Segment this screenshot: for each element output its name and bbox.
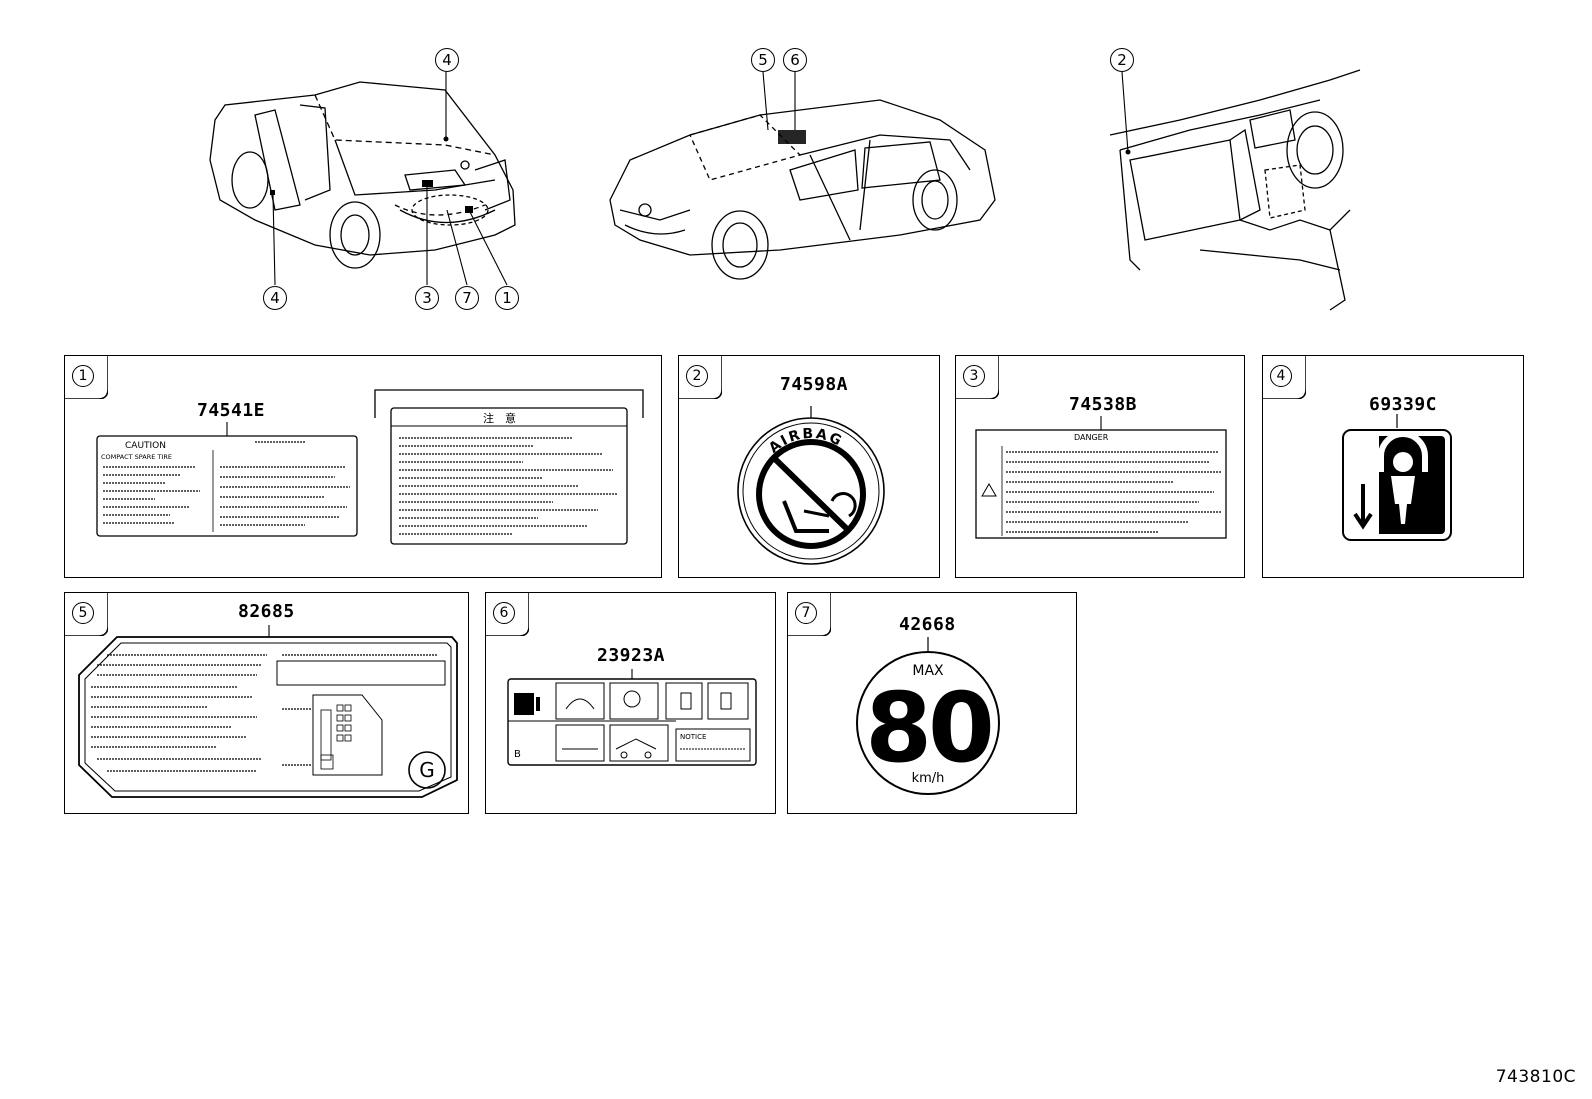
car-rear-view-illustration [209, 72, 516, 286]
svg-text:G: G [419, 758, 435, 782]
callout-5: 5 [751, 48, 775, 72]
label-panel-7: 7 42668 MAX 80 km/h [787, 592, 1077, 814]
panel-index-badge: 4 [1270, 365, 1292, 387]
svg-text:NOTICE: NOTICE [680, 733, 706, 741]
callout-3: 3 [415, 286, 439, 310]
svg-text:CAUTION: CAUTION [125, 441, 166, 451]
callout-2: 2 [1110, 48, 1134, 72]
panel-index-badge: 3 [963, 365, 985, 387]
part-number: 42668 [899, 614, 956, 635]
caution-label-drawing: CAUTION COMPACT SPARE TIRE [96, 422, 358, 537]
svg-text:AIRBAG: AIRBAG [766, 426, 846, 457]
part-number: 74598A [780, 374, 849, 395]
panel-index-badge: 1 [72, 365, 94, 387]
label-panel-6: 6 23923A B NOTICE [485, 592, 776, 814]
part-number: 74541E [197, 400, 266, 421]
svg-text:80: 80 [865, 672, 991, 784]
panel-index-badge: 5 [72, 602, 94, 624]
callout-6: 6 [783, 48, 807, 72]
svg-text:MAX: MAX [912, 663, 944, 679]
label-panel-2: 2 74598A AIRBAG [678, 355, 940, 578]
callout-4-upper: 4 [435, 48, 459, 72]
svg-text:COMPACT SPARE TIRE: COMPACT SPARE TIRE [101, 453, 172, 461]
svg-text:km/h: km/h [912, 771, 945, 786]
panel-index-badge: 6 [493, 602, 515, 624]
danger-label-drawing: DANGER [975, 416, 1227, 539]
label-panel-4: 4 69339C [1262, 355, 1524, 578]
diagram-code: 743810C [1495, 1067, 1576, 1087]
svg-text:B: B [514, 749, 521, 760]
panel-index-badge: 2 [686, 365, 708, 387]
svg-text:注 意: 注 意 [483, 411, 516, 425]
callout-4-lower: 4 [263, 286, 287, 310]
child-lock-icon [1342, 414, 1452, 541]
part-number: 23923A [597, 645, 666, 666]
fuel-notice-label-drawing: B NOTICE [507, 669, 757, 766]
dashboard-interior-illustration [1109, 69, 1361, 311]
label-panel-1: 1 74541E CAUTION COMPACT SPARE TIRE 注 意 [64, 355, 662, 578]
label-panel-5: 5 82685 G [64, 592, 469, 814]
max-speed-label-drawing: MAX 80 km/h [856, 637, 1000, 795]
emission-label-drawing: G [78, 625, 458, 798]
part-number: 82685 [238, 601, 295, 622]
svg-text:DANGER: DANGER [1074, 433, 1109, 442]
callout-1: 1 [495, 286, 519, 310]
panel-index-badge: 7 [795, 602, 817, 624]
airbag-warning-seal: AIRBAG [737, 406, 885, 565]
callout-7: 7 [455, 286, 479, 310]
part-number: 74538B [1069, 394, 1138, 415]
japanese-caution-label-drawing: 注 意 [374, 389, 644, 545]
part-number: 69339C [1369, 394, 1438, 415]
car-front-view-illustration [609, 71, 996, 280]
label-panel-3: 3 74538B DANGER [955, 355, 1245, 578]
